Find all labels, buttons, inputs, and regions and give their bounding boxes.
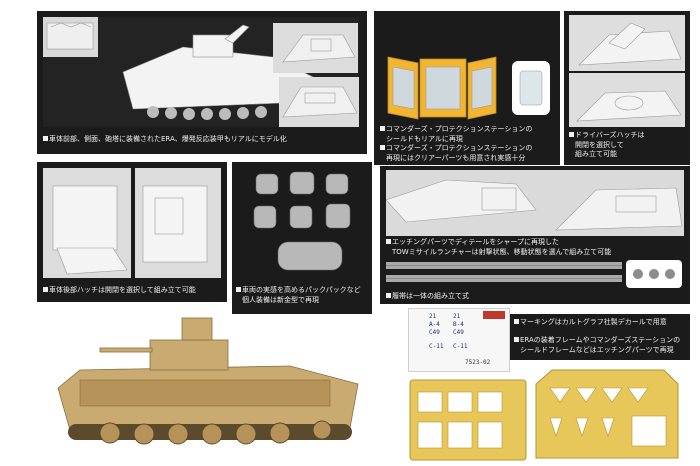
driver-hatch-render-bottom — [569, 73, 685, 127]
decal-mark: 21 — [453, 313, 461, 320]
bullet-square-icon — [380, 126, 385, 131]
bullet-square-icon — [386, 239, 391, 244]
panel-driver-hatch: ドライバーズハッチは 開閉を選択して 組み立て可能 — [564, 11, 690, 165]
caption-driver-hatch: ドライバーズハッチは 開閉を選択して 組み立て可能 — [569, 131, 645, 160]
photo-etch-sheet-right — [532, 366, 682, 462]
caption-backpacks: 車両の実感を高めるパックパックなど 個人装備は新金型で再現 — [236, 286, 361, 305]
decal-mark: C-11 — [429, 343, 444, 350]
bullet-square-icon — [43, 287, 48, 292]
caption-decals: マーキングはカルトグラフ社製デカールで用意 — [514, 318, 667, 328]
caption-tow: エッチングパーツでディテールをシャープに再現した TOWミサイルランチャーは射撃… — [386, 238, 611, 257]
caption-rear-hatch: 車体後部ハッチは開閉を選択して組み立て可能 — [43, 286, 196, 296]
vehicle-render — [40, 300, 370, 460]
bullet-square-icon — [43, 136, 48, 141]
decal-sheet: 21 A-4 C49 21 B-4 C49 C-11 C-11 7523-02 — [408, 308, 510, 372]
bullet-square-icon — [514, 319, 519, 324]
backpacks-render — [238, 166, 366, 276]
bullet-square-icon — [569, 132, 574, 137]
photo-etch-sheet-left — [408, 378, 528, 462]
panel-cps: コマンダーズ・プロテクションステーションの シールドもリアルに再現 コマンダーズ… — [374, 11, 560, 165]
panel-tow-tracks: エッチングパーツでディテールをシャープに再現した TOWミサイルランチャーは射撃… — [380, 166, 690, 304]
decal-mark: C49 — [453, 329, 464, 336]
driver-hatch-render-top — [569, 15, 685, 71]
decal-mark: C49 — [429, 329, 440, 336]
panel-backpacks: 車両の実感を高めるパックパックなど 個人装備は新金型で再現 — [232, 162, 372, 314]
cps-clear-parts-render — [378, 35, 554, 121]
bullet-square-icon — [380, 145, 385, 150]
decal-mark: C-11 — [453, 343, 468, 350]
bullet-square-icon — [236, 287, 241, 292]
rear-hatch-render-closed — [135, 168, 221, 278]
caption-era-frame: ERAの装着フレームやコマンダーズステーションの シールドフレームなどはエッチン… — [514, 336, 680, 355]
caption-era-detail: 車体前部、側面、砲塔に装備されたERA、爆発反応装甲もリアルにモデル化 — [43, 135, 287, 145]
era-hull-render — [43, 17, 359, 127]
decal-mark: 21 — [429, 313, 437, 320]
panel-era: 車体前部、側面、砲塔に装備されたERA、爆発反応装甲もリアルにモデル化 — [37, 11, 367, 154]
bullet-square-icon — [514, 337, 519, 342]
panel-rear-hatch: 車体後部ハッチは開閉を選択して組み立て可能 — [37, 162, 227, 302]
caption-tracks: 履帯は一体の組み立て式 — [386, 292, 469, 302]
decal-brand-logo — [483, 311, 505, 319]
decal-mark: A-4 — [429, 321, 440, 328]
track-render — [386, 260, 684, 290]
rear-hatch-render-open — [43, 168, 131, 278]
caption-cps-a: コマンダーズ・プロテクションステーションの シールドもリアルに再現 コマンダーズ… — [380, 125, 532, 163]
panel-decal-captions: マーキングはカルトグラフ社製デカールで用意 ERAの装着フレームやコマンダーズス… — [510, 314, 690, 360]
decal-code: 7523-02 — [465, 359, 491, 366]
decal-mark: B-4 — [453, 321, 464, 328]
bullet-square-icon — [386, 293, 391, 298]
tow-launcher-render — [386, 170, 684, 236]
